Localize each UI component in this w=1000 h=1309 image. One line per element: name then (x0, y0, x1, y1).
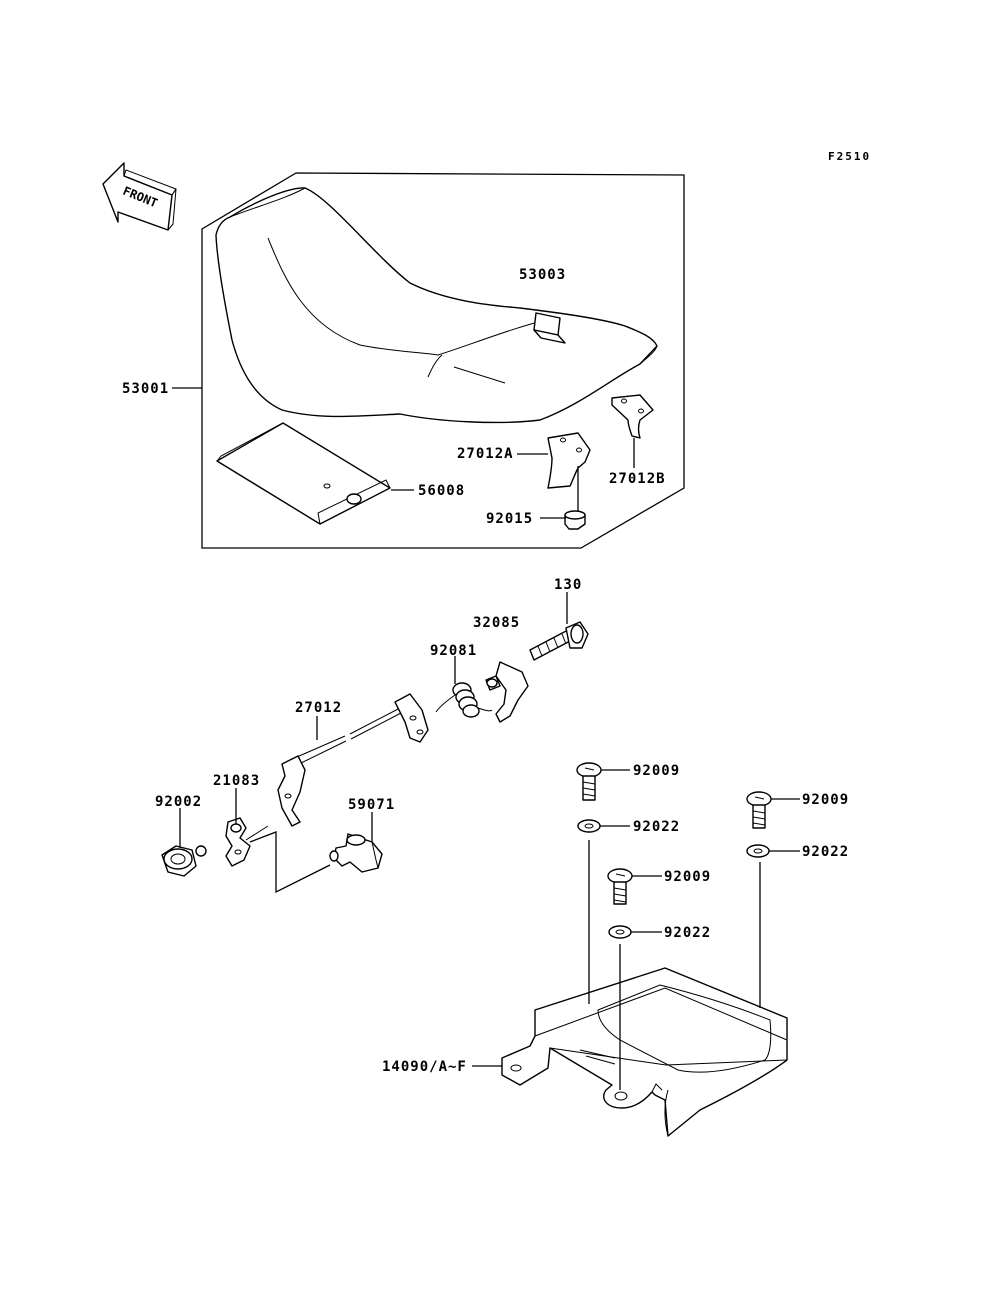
bracket-27012b-drawing (611, 394, 654, 439)
pin-21083-drawing (225, 817, 269, 867)
label-92022-a: 92022 (633, 819, 680, 835)
label-53001: 53001 (122, 381, 169, 397)
washer-92022-a-drawing (577, 819, 601, 833)
seat-lock-rod-drawing (277, 693, 429, 827)
label-92081: 92081 (430, 643, 477, 659)
latch-hook-drawing (485, 661, 529, 723)
screw-92009-a-drawing (576, 762, 602, 801)
washer-92022-c-drawing (746, 844, 770, 858)
label-59071: 59071 (348, 797, 395, 813)
diagram-code: F2510 (828, 150, 871, 163)
washer-92022-b-drawing (608, 925, 632, 939)
label-92022-c: 92022 (802, 844, 849, 860)
front-arrow-icon: FRONT (102, 162, 177, 231)
label-14090: 14090/A~F (382, 1059, 467, 1075)
label-32085: 32085 (473, 615, 520, 631)
seat-drawing (215, 187, 658, 424)
label-56008: 56008 (418, 483, 465, 499)
label-130: 130 (554, 577, 582, 593)
screw-92009-b-drawing (607, 868, 633, 905)
label-53003: 53003 (519, 267, 566, 283)
label-92009-b: 92009 (664, 869, 711, 885)
label-27012a: 27012A (457, 446, 514, 462)
bolt-130-drawing (529, 621, 589, 661)
bracket-27012a-drawing (547, 432, 591, 489)
screw-92009-c-drawing (746, 791, 772, 829)
seat-lock-59071-drawing (329, 833, 383, 873)
label-92015: 92015 (486, 511, 533, 527)
label-92002: 92002 (155, 794, 202, 810)
label-27012b: 27012B (609, 471, 666, 487)
label-27012: 27012 (295, 700, 342, 716)
label-21083: 21083 (213, 773, 260, 789)
leader-lines (172, 387, 800, 1090)
lock-cable-line (249, 831, 331, 894)
label-92009-a: 92009 (633, 763, 680, 779)
bolt-92002-drawing (161, 845, 207, 877)
spring-92081-drawing (435, 682, 493, 718)
seat-assembly-outline (201, 172, 685, 549)
carrier-14090-drawing (501, 967, 788, 1137)
label-92022-b: 92022 (664, 925, 711, 941)
label-92009-c: 92009 (802, 792, 849, 808)
nut-92015-drawing (564, 510, 586, 530)
tool-plate-drawing (216, 422, 391, 525)
